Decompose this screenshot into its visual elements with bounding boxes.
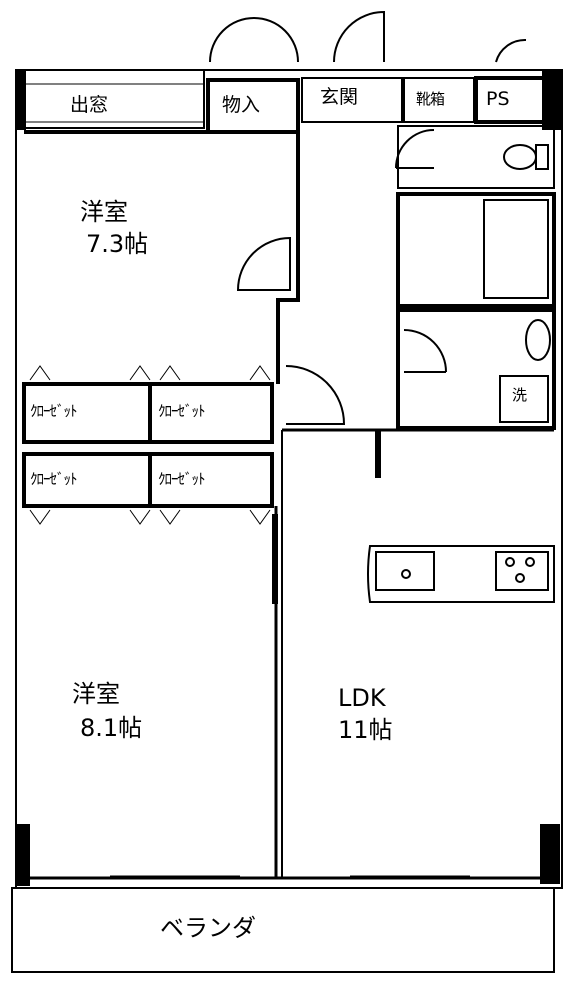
shoe-cabinet-label: 靴箱 <box>416 90 445 108</box>
bay-window <box>23 69 205 129</box>
door-ldk <box>285 365 346 425</box>
bathtub <box>483 199 549 299</box>
veranda-label: ベランダ <box>160 914 256 942</box>
wash-room <box>396 308 556 430</box>
ldk-size: 11帖 <box>338 716 393 744</box>
veranda-area <box>11 887 555 973</box>
closet-label-4: ｸﾛｰｾﾞｯﾄ <box>158 470 206 488</box>
bay-window-label: 出窓 <box>70 94 109 116</box>
bath-room <box>396 192 556 308</box>
door-toilet <box>395 129 435 169</box>
storage-door-left <box>209 17 255 63</box>
washer-label: 洗 <box>512 386 527 404</box>
wash-basin <box>525 319 551 361</box>
closet-2 <box>148 382 274 444</box>
storage-door-right <box>253 17 299 63</box>
ldk-name: LDK <box>338 684 386 712</box>
door-wash <box>403 329 447 373</box>
entrance-door <box>333 10 385 63</box>
closet-label-3: ｸﾛｰｾﾞｯﾄ <box>30 470 78 488</box>
entrance-label: 玄関 <box>320 86 359 108</box>
toilet-room <box>397 125 555 189</box>
bedroom-lower-size: 8.1帖 <box>80 714 143 742</box>
ps-label: PS <box>486 88 510 110</box>
toilet-bowl <box>503 144 537 170</box>
bedroom-lower-name: 洋室 <box>72 680 120 708</box>
closet-label-2: ｸﾛｰｾﾞｯﾄ <box>158 402 206 420</box>
bedroom-upper-wall <box>24 130 300 384</box>
washer-box <box>499 375 549 423</box>
door-bedroom-upper <box>236 236 291 291</box>
storage-label: 物入 <box>222 94 261 116</box>
bedroom-upper-name: 洋室 <box>80 198 128 226</box>
entrance-box <box>301 77 403 123</box>
closet-label-1: ｸﾛｰｾﾞｯﾄ <box>30 402 78 420</box>
bedroom-upper-size: 7.3帖 <box>86 230 149 258</box>
closet-4 <box>148 452 274 508</box>
kitchen-counter <box>367 545 555 603</box>
